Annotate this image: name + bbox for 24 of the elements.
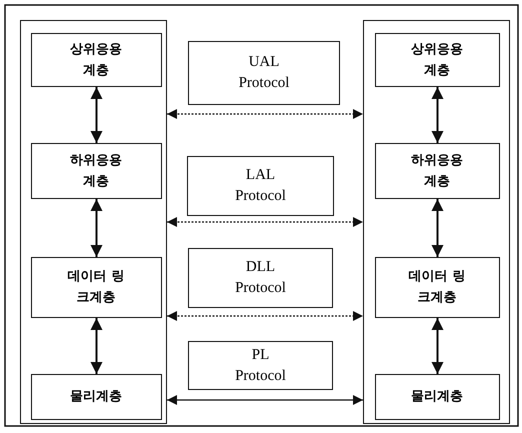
layer-box: 하위응용 계층 <box>30 142 162 198</box>
arrow <box>432 87 444 143</box>
arrow <box>167 217 363 227</box>
layer-box: 데이터 링크계층 <box>30 256 162 318</box>
arrow <box>90 87 102 143</box>
arrow <box>167 311 363 321</box>
layer-box: 물리계층 <box>374 374 500 420</box>
arrow <box>432 318 444 374</box>
protocol-box: LAL Protocol <box>187 156 334 216</box>
stack-panel <box>20 20 167 424</box>
layer-box: 물리계층 <box>30 374 162 420</box>
arrow <box>90 318 102 374</box>
stack-panel <box>363 20 510 424</box>
protocol-box: PL Protocol <box>188 341 333 390</box>
arrow <box>167 109 363 119</box>
arrow <box>90 199 102 257</box>
arrow <box>432 199 444 257</box>
layer-box: 상위응용 계층 <box>374 32 500 86</box>
protocol-box: UAL Protocol <box>188 41 340 105</box>
layer-box: 하위응용 계층 <box>374 142 500 198</box>
layer-box: 상위응용 계층 <box>30 32 162 86</box>
protocol-box: DLL Protocol <box>188 248 333 308</box>
arrow <box>167 395 363 405</box>
layer-box: 데이터 링크계층 <box>374 256 500 318</box>
